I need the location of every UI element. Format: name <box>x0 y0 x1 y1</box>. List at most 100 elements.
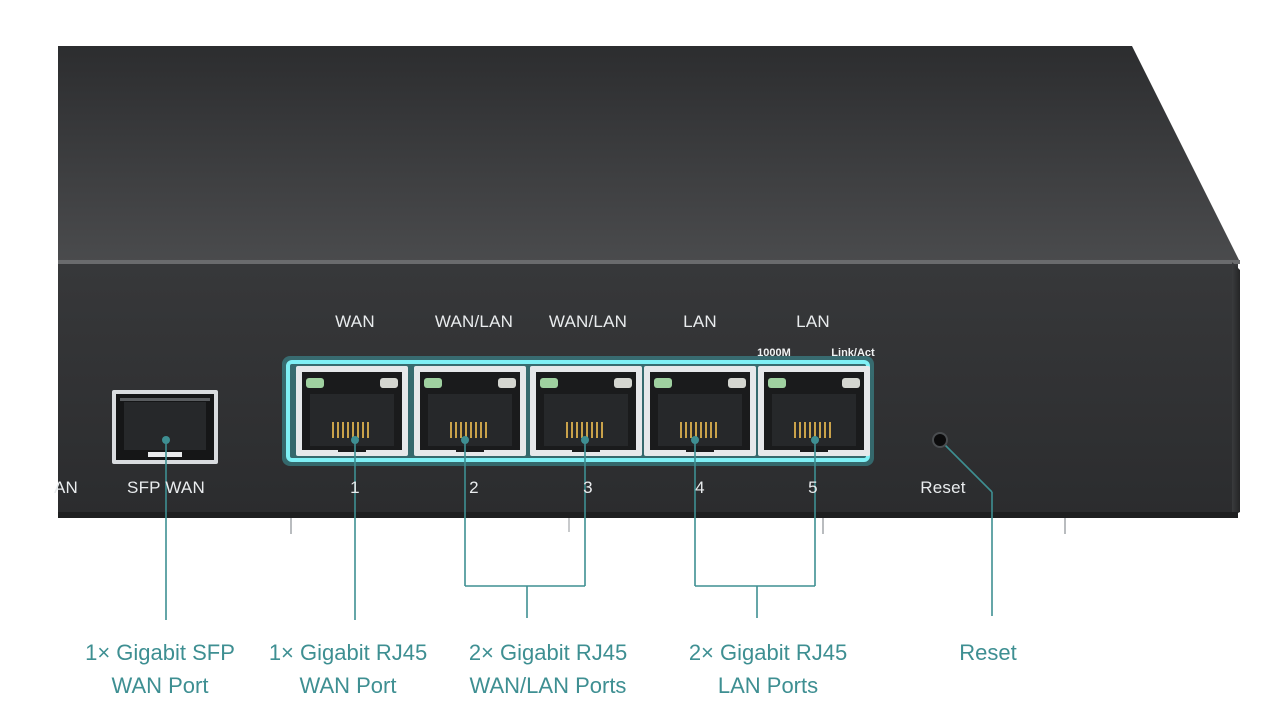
reset-button[interactable] <box>932 432 948 448</box>
led-label-link-act: Link/Act <box>831 347 875 359</box>
rj45-pin <box>571 422 573 438</box>
caption-sfp-wan-line2: WAN Port <box>111 673 209 698</box>
rj45-pin <box>819 422 821 438</box>
chassis-right-side <box>1232 262 1240 516</box>
rj45-port-latch <box>800 446 828 452</box>
rj45-pin <box>450 422 452 438</box>
chassis-foot-mark <box>568 518 570 532</box>
reset-panel-label: Reset <box>920 478 966 497</box>
rj45-port-4[interactable] <box>644 366 756 456</box>
rj45-pin <box>485 422 487 438</box>
rj45-pin <box>824 422 826 438</box>
port-5-number: 5 <box>808 478 818 497</box>
led-speed-icon <box>540 378 558 388</box>
rj45-pin <box>814 422 816 438</box>
port-1-number: 1 <box>350 478 360 497</box>
rj45-pin <box>586 422 588 438</box>
port-2-top-label: WAN/LAN <box>434 312 514 331</box>
rj45-pin <box>347 422 349 438</box>
rj45-port-3[interactable] <box>530 366 642 456</box>
rj45-pin <box>596 422 598 438</box>
rj45-pin <box>705 422 707 438</box>
caption-rj45-lan: 2× Gigabit RJ45 LAN Ports <box>689 636 847 702</box>
rj45-pin <box>829 422 831 438</box>
rj45-pin <box>601 422 603 438</box>
caption-rj45-wan-lan-line2: WAN/LAN Ports <box>469 673 627 698</box>
rj45-pin <box>342 422 344 438</box>
port-3-number: 3 <box>583 478 593 497</box>
callout-diag-reset <box>939 439 993 493</box>
caption-reset-line1: Reset <box>959 640 1017 665</box>
port-4-number: 4 <box>695 478 705 497</box>
chassis-foot-mark <box>1064 518 1066 534</box>
rj45-pin <box>700 422 702 438</box>
rj45-pin <box>690 422 692 438</box>
rj45-port-latch <box>686 446 714 452</box>
sfp-wan-label: SFP WAN <box>127 478 205 497</box>
rj45-pin <box>710 422 712 438</box>
led-speed-icon <box>424 378 442 388</box>
rj45-pin <box>470 422 472 438</box>
rj45-port-latch <box>338 446 366 452</box>
led-link-act-icon <box>380 378 398 388</box>
led-link-act-icon <box>842 378 860 388</box>
rj45-pin <box>804 422 806 438</box>
rj45-pin <box>581 422 583 438</box>
chassis-top-surface <box>58 46 1240 262</box>
rj45-pin <box>460 422 462 438</box>
led-link-act-icon <box>728 378 746 388</box>
caption-rj45-lan-line2: LAN Ports <box>717 673 819 698</box>
rj45-port-latch <box>456 446 484 452</box>
rj45-pin <box>480 422 482 438</box>
chassis-foot-mark <box>290 518 292 534</box>
rj45-pin <box>680 422 682 438</box>
edge-label-fragment: AN <box>53 478 79 497</box>
rj45-pin <box>367 422 369 438</box>
led-link-act-icon <box>614 378 632 388</box>
rj45-pin <box>685 422 687 438</box>
caption-rj45-wan: 1× Gigabit RJ45 WAN Port <box>269 636 427 702</box>
caption-rj45-wan-lan-line1: 2× Gigabit RJ45 <box>468 640 628 665</box>
rj45-pin <box>566 422 568 438</box>
caption-rj45-lan-line1: 2× Gigabit RJ45 <box>688 640 848 665</box>
caption-rj45-wan-line1: 1× Gigabit RJ45 <box>268 640 428 665</box>
rj45-pin <box>352 422 354 438</box>
port-2-number: 2 <box>469 478 479 497</box>
rj45-pin <box>357 422 359 438</box>
led-speed-icon <box>306 378 324 388</box>
led-speed-icon <box>654 378 672 388</box>
rj45-port-2[interactable] <box>414 366 526 456</box>
port-1-top-label: WAN <box>335 312 375 331</box>
rj45-pin <box>362 422 364 438</box>
port-5-top-label: LAN <box>796 312 830 331</box>
caption-reset: Reset <box>959 636 1016 669</box>
rj45-pin <box>332 422 334 438</box>
port-3-top-label: WAN/LAN <box>548 312 628 331</box>
rj45-pin <box>337 422 339 438</box>
led-link-act-icon <box>498 378 516 388</box>
chassis-front-edge <box>58 260 1240 264</box>
caption-rj45-wan-lan: 2× Gigabit RJ45 WAN/LAN Ports <box>469 636 627 702</box>
rj45-port-latch <box>572 446 600 452</box>
rj45-pin <box>809 422 811 438</box>
sfp-port <box>112 390 218 464</box>
rj45-pin <box>475 422 477 438</box>
rj45-pin <box>799 422 801 438</box>
caption-sfp-wan: 1× Gigabit SFP WAN Port <box>85 636 235 702</box>
led-speed-icon <box>768 378 786 388</box>
rj45-pin <box>591 422 593 438</box>
rj45-pin <box>695 422 697 438</box>
rj45-pin <box>576 422 578 438</box>
led-label-1000m: 1000M <box>757 347 791 359</box>
rj45-pin <box>465 422 467 438</box>
rj45-pin <box>794 422 796 438</box>
rj45-port-1[interactable] <box>296 366 408 456</box>
rj45-pin <box>715 422 717 438</box>
rj45-pin <box>455 422 457 438</box>
chassis-foot-mark <box>822 518 824 534</box>
caption-sfp-wan-line1: 1× Gigabit SFP <box>85 640 235 665</box>
caption-rj45-wan-line2: WAN Port <box>299 673 397 698</box>
